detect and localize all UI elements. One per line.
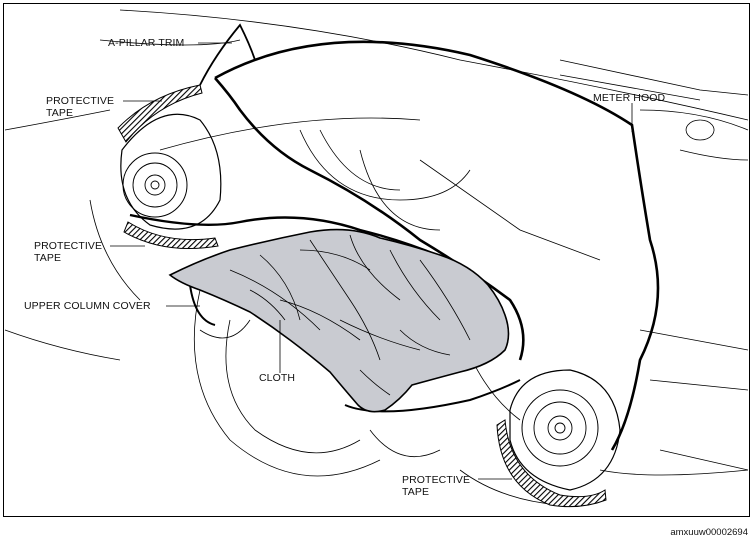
figure-id: amxuuw00002694 <box>670 527 748 538</box>
label-upper-column-cover: UPPER COLUMN COVER <box>24 300 151 312</box>
label-meter-hood: METER HOOD <box>593 92 666 104</box>
label-protective-tape-top-left: PROTECTIVE TAPE <box>46 95 115 119</box>
protective-tape-bottom-right <box>496 419 607 508</box>
label-protective-tape-bottom: PROTECTIVE TAPE <box>402 474 471 498</box>
label-cloth: CLOTH <box>259 372 296 384</box>
leader-lines <box>110 42 633 480</box>
cloth <box>168 228 510 413</box>
right-air-vent <box>509 369 621 491</box>
a-pillar-trim <box>199 23 256 86</box>
left-air-vent <box>120 113 222 230</box>
protective-tape-top-left <box>117 84 203 143</box>
cloth-folds <box>229 234 471 396</box>
meter-hood-outline <box>214 40 660 451</box>
label-a-pillar-trim: A-PILLAR TRIM <box>108 37 185 49</box>
label-protective-tape-mid-left: PROTECTIVE TAPE <box>34 240 103 264</box>
protective-tape-mid-left <box>123 221 219 250</box>
figure-frame <box>3 3 750 517</box>
